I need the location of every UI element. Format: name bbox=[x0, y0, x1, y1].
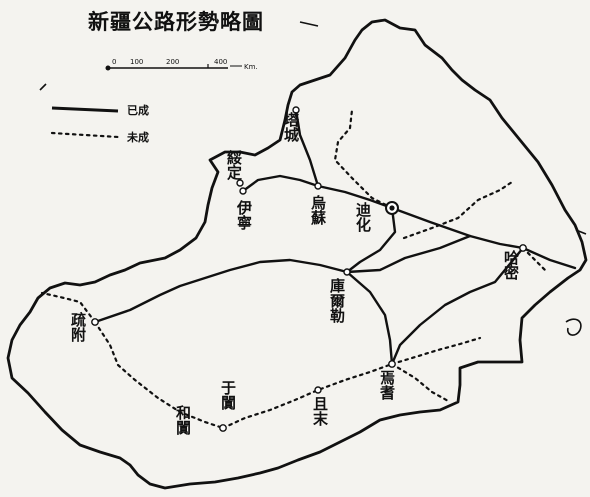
map-title: 新疆公路形勢略圖 bbox=[88, 9, 264, 34]
road-planned-hami-south bbox=[521, 246, 547, 272]
road-dihua-hami bbox=[390, 206, 577, 270]
road-kuerle-hami bbox=[345, 234, 472, 274]
road-yanqi-hami bbox=[390, 246, 525, 366]
scale-tick-400: 400 bbox=[214, 58, 228, 66]
marker-tacheng bbox=[292, 106, 300, 114]
legend-planned-label: 未成 bbox=[127, 131, 149, 144]
place-yutian: 于闐 bbox=[219, 380, 237, 410]
road-planned-shufu-west bbox=[40, 291, 97, 324]
place-shufu: 疏附 bbox=[69, 312, 87, 342]
place-yining: 伊寧 bbox=[235, 200, 253, 230]
legend-built-label: 已成 bbox=[127, 104, 149, 117]
marker-shufu bbox=[91, 318, 99, 326]
marker-yanqi bbox=[388, 360, 396, 368]
place-yanqi: 焉耆 bbox=[378, 370, 396, 400]
road-kuerle-kuqa-shufu bbox=[93, 258, 349, 324]
marker-kuerle bbox=[343, 268, 351, 276]
city-markers bbox=[91, 106, 527, 432]
capital-marker-dihua bbox=[385, 201, 399, 215]
province-boundary bbox=[6, 18, 588, 490]
scale-tick-0: 0 bbox=[112, 58, 117, 66]
place-hetian: 和闐 bbox=[174, 405, 192, 435]
scale-bar bbox=[105, 64, 242, 71]
place-suiding: 綏定 bbox=[225, 150, 243, 180]
place-wusu: 烏蘇 bbox=[309, 195, 327, 225]
road-planned-shufu-hetian bbox=[93, 320, 225, 430]
scale-tick-100: 100 bbox=[130, 58, 144, 66]
place-qiemo: 且末 bbox=[311, 396, 329, 426]
road-planned-yanqi-southeast bbox=[390, 362, 452, 404]
road-kuerle-yanqi bbox=[345, 270, 394, 366]
place-hami: 哈密 bbox=[502, 250, 520, 280]
planned-roads bbox=[40, 108, 547, 430]
scale-unit: Km. bbox=[244, 63, 258, 71]
scale-tick-200: 200 bbox=[166, 58, 180, 66]
marker-wusu bbox=[314, 182, 322, 190]
place-tacheng: 塔城 bbox=[282, 112, 300, 142]
road-planned-dihua-northeast bbox=[402, 180, 514, 240]
road-dihua-kuerle bbox=[345, 206, 397, 274]
legend-lines bbox=[50, 106, 120, 139]
place-dihua: 迪化 bbox=[354, 202, 372, 232]
road-planned-yanqi-east bbox=[390, 336, 482, 366]
marker-hami bbox=[519, 244, 527, 252]
road-planned-dihua-north bbox=[333, 108, 394, 210]
decorative-marks bbox=[39, 21, 587, 336]
road-tacheng-wusu bbox=[294, 108, 320, 188]
road-yining-wusu-dihua bbox=[241, 174, 394, 210]
built-roads bbox=[93, 108, 577, 366]
road-planned-hetian-yanqi bbox=[221, 362, 394, 430]
marker-suiding bbox=[236, 179, 244, 187]
marker-qiemo bbox=[314, 386, 322, 394]
marker-yining bbox=[239, 187, 247, 195]
marker-hetian bbox=[219, 424, 227, 432]
place-kuerle: 庫爾勒 bbox=[328, 278, 346, 323]
